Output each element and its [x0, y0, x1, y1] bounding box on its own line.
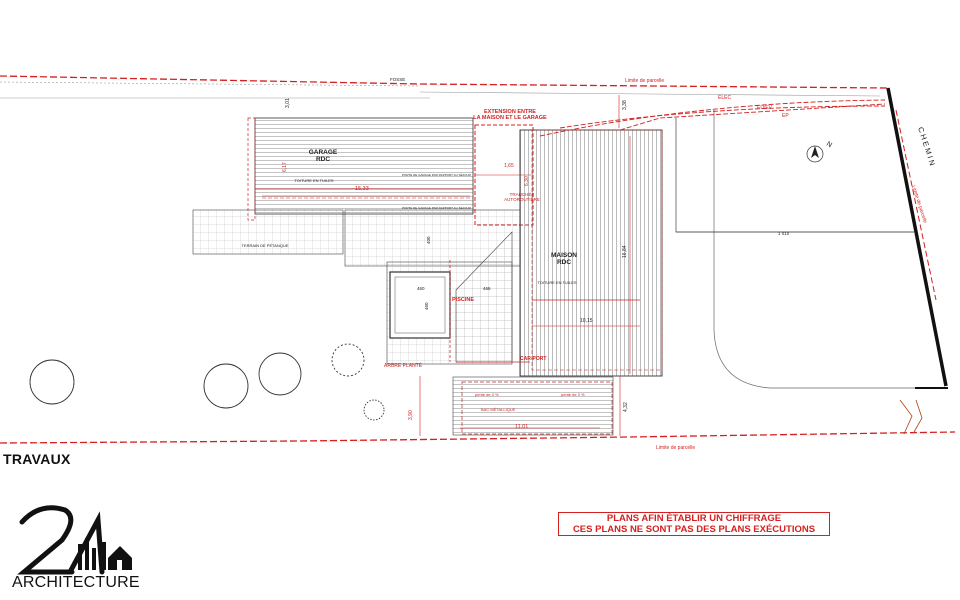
label-tranchee-1: TRANCHÉE [510, 191, 535, 197]
notice-line-2: CES PLANS NE SONT PAS DES PLANS EXÉCUTIO… [572, 524, 816, 535]
logo-text: ARCHITECTURE [12, 574, 140, 591]
label-maison-depth: 16,84 [622, 245, 628, 258]
label-dim-630: 6,30 [524, 176, 530, 186]
south-terrace [452, 376, 614, 436]
label-garage-rdc: RDC [316, 156, 330, 163]
label-chemin: C H E M I N [916, 126, 937, 167]
label-garage-roof: TOITURE EN TUILES [294, 178, 334, 183]
garage [247, 117, 474, 221]
label-eu-ev: EU/EV [757, 105, 773, 111]
plot-boundary [0, 75, 956, 444]
label-dim-390: 3,90 [408, 410, 414, 420]
notice-line-1: PLANS AFIN ÉTABLIR UN CHIFFRAGE [606, 513, 782, 524]
pool [389, 260, 451, 362]
label-terrain: TERRAIN DE PÉTANQUE [241, 243, 288, 248]
petanque-court [192, 209, 344, 255]
label-ep: EP [782, 113, 789, 119]
label-maison-width: 10,15 [580, 318, 593, 324]
label-extension-1: EXTENSION ENTRE [484, 109, 536, 115]
label-dim-400: 400 [426, 236, 431, 244]
label-maison: MAISON [551, 252, 577, 259]
travaux-heading: TRAVAUX [3, 451, 71, 467]
label-garage-width: 15,33 [355, 186, 369, 192]
label-dim-460a: 460 [417, 286, 425, 291]
label-dim-165: 1,65 [504, 163, 514, 169]
road-edges [0, 81, 881, 99]
label-dim-338: 3,38 [622, 100, 628, 110]
label-garage: GARAGE [309, 149, 338, 156]
label-maison-rdc: RDC [557, 259, 571, 266]
label-limite-bottom: Limite de parcelle [656, 445, 695, 451]
label-north: N [825, 141, 833, 150]
label-limite-top: Limite de parcelle [625, 78, 664, 84]
label-extension-2: LA MAISON ET LE GARAGE [473, 115, 547, 121]
label-pente-1: pente de 3 % [475, 392, 499, 397]
label-carport: CAR-PORT [520, 356, 546, 362]
label-garage-note-2: PORTE DE GARAGE PAR RAPPORT AU SÉJOUR [402, 205, 472, 210]
estimate-notice: PLANS AFIN ÉTABLIR UN CHIFFRAGE CES PLAN… [558, 512, 830, 536]
label-dim-460b: 460 [424, 302, 429, 310]
label-elec: ÉLEC [718, 94, 731, 101]
label-garage-depth: 6,17 [282, 162, 288, 172]
label-dim-1101: 11,01 [515, 424, 528, 430]
label-dim-301: 3,01 [285, 98, 291, 108]
label-dim-466: 466 [483, 286, 491, 291]
gate [899, 399, 923, 435]
carport [455, 231, 530, 363]
label-maison-roof: TOITURE EN TUILES [537, 280, 577, 285]
trees [29, 343, 385, 421]
label-bac: BAC MÉTALLIQUE [481, 407, 516, 412]
label-fosse: FOSSE [390, 77, 405, 82]
east-wall [886, 87, 948, 389]
label-arbre: ARBRE PLANTÉ [384, 362, 423, 369]
dimension-lines [262, 95, 640, 436]
label-dim-1010: 1 010 [778, 231, 790, 236]
label-pente-2: pente de 3 % [561, 392, 585, 397]
north-arrow [806, 145, 824, 163]
label-dim-432: 4,32 [623, 402, 629, 412]
utility-lines [539, 99, 886, 137]
label-garage-note-1: PORTE DE GARAGE PAR RAPPORT AU SÉJOUR [402, 172, 472, 177]
architecture-logo [17, 505, 132, 575]
label-piscine: PISCINE [452, 297, 474, 303]
label-tranchee-2: AUTOROUTIÈRE [504, 196, 540, 202]
maison [519, 129, 663, 377]
driveway [675, 110, 915, 389]
